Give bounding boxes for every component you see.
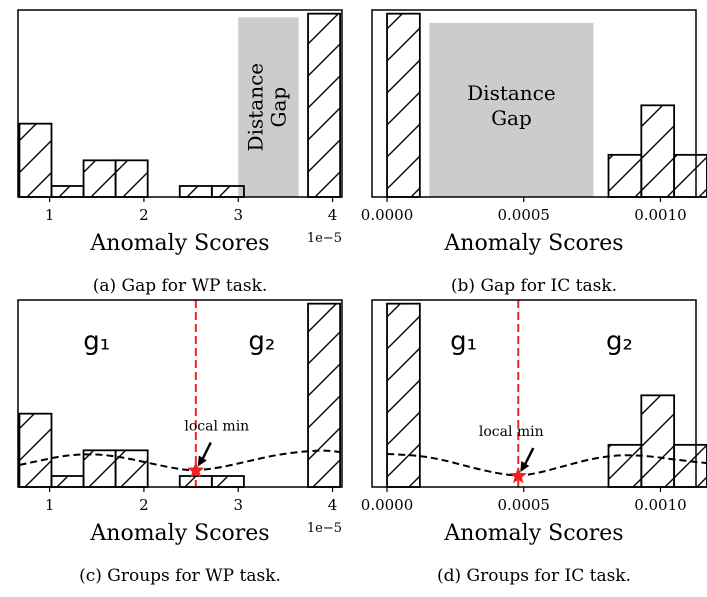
histogram-bar — [307, 302, 342, 488]
histogram-bar — [82, 159, 117, 198]
histogram-bar — [210, 475, 245, 488]
x-axis-label: Anomaly Scores — [443, 521, 623, 546]
panel-caption: (a) Gap for WP task. — [93, 276, 268, 296]
density-curve — [19, 449, 341, 472]
x-tick-label: 0.0000 — [361, 496, 414, 514]
x-tick-label: 1 — [45, 206, 55, 224]
x-tick-label: 4 — [328, 496, 338, 514]
histogram-bar — [114, 159, 149, 198]
histogram-bar — [178, 185, 213, 198]
plot-frame — [371, 9, 697, 198]
distance-gap-label-line2: Gap — [491, 106, 532, 130]
x-tick-label: 0.0005 — [497, 496, 550, 514]
x-offset-label: 1e−5 — [307, 521, 342, 536]
histogram-bar — [50, 185, 85, 198]
group-label-g2: g₂ — [606, 327, 633, 357]
x-axis-label: Anomaly Scores — [89, 521, 269, 546]
histogram-bar — [673, 153, 707, 198]
x-axis-label: Anomaly Scores — [443, 231, 623, 256]
histogram-bar — [607, 153, 643, 198]
x-axis-label: Anomaly Scores — [89, 231, 269, 256]
histogram-bar — [50, 475, 85, 488]
histogram-bar — [640, 394, 676, 488]
panel-caption: (d) Groups for IC task. — [437, 566, 631, 586]
group-label-g1: g₁ — [450, 327, 477, 357]
panel-caption: (c) Groups for WP task. — [79, 566, 281, 586]
group-label-g1: g₁ — [83, 327, 110, 357]
histogram-bar — [386, 12, 421, 198]
x-tick-label: 0.0010 — [634, 206, 687, 224]
distance-gap-label-line1: Distance — [243, 63, 267, 152]
density-curve — [387, 453, 707, 477]
local-min-star — [509, 467, 527, 484]
histogram-bar — [673, 443, 707, 488]
histogram-bar — [307, 12, 342, 198]
histogram-bar — [607, 443, 643, 488]
panel-caption: (b) Gap for IC task. — [451, 276, 617, 296]
x-tick-label: 4 — [328, 206, 338, 224]
x-tick-label: 0.0010 — [634, 496, 687, 514]
panel-c-wp-groups: g₁ g₂ local min 1 2 3 4 1e−5 Anomaly Scores (c) G… — [17, 299, 343, 586]
x-tick-label: 1 — [45, 496, 55, 514]
x-offset-label: 1e−5 — [307, 231, 342, 246]
distance-gap-band — [429, 22, 594, 198]
x-tick-label: 2 — [139, 206, 149, 224]
distance-gap-band — [238, 17, 299, 198]
group-label-g2: g₂ — [248, 327, 275, 357]
plot-frame — [17, 299, 343, 488]
histogram-bar — [210, 185, 245, 198]
plot-frame — [371, 299, 697, 488]
local-min-arrowhead — [197, 455, 207, 467]
distance-gap-label-line1: Distance — [467, 81, 556, 105]
x-tick-label: 3 — [233, 496, 243, 514]
local-min-annotation: local min — [479, 424, 544, 440]
histogram-bar — [114, 449, 149, 488]
local-min-annotation: local min — [184, 419, 249, 435]
local-min-star — [187, 461, 205, 478]
plot-frame — [17, 9, 343, 198]
x-tick-label: 3 — [233, 206, 243, 224]
distance-gap-label-line2: Gap — [266, 87, 290, 128]
x-tick-label: 0.0000 — [361, 206, 414, 224]
histogram-bar — [18, 412, 53, 488]
local-min-arrowhead — [520, 461, 530, 472]
x-tick-label: 2 — [139, 496, 149, 514]
x-tick-label: 0.0005 — [497, 206, 550, 224]
histogram-bar — [640, 104, 676, 198]
histogram-bar — [18, 122, 53, 198]
histogram-bar — [386, 302, 421, 488]
